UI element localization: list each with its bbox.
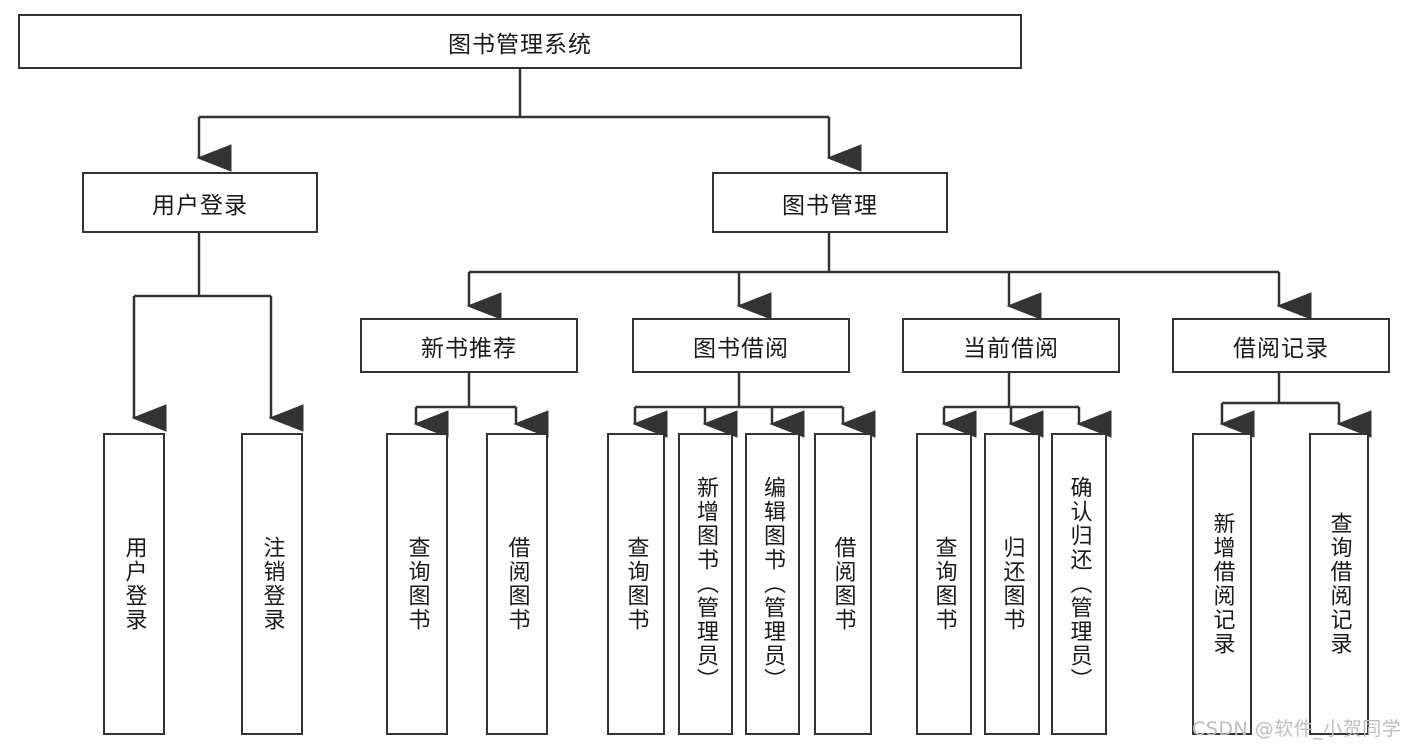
node-label: 注销登录 xyxy=(259,536,285,632)
node-label: 用户登录 xyxy=(121,536,147,632)
node-label: 查询图书 xyxy=(623,536,649,632)
node-leaf-borrow-book-2[interactable]: 借阅图书 xyxy=(814,433,872,735)
node-new-book-rec[interactable]: 新书推荐 xyxy=(360,318,578,373)
node-label: 归还图书 xyxy=(999,536,1025,632)
node-label: 借阅图书 xyxy=(504,536,530,632)
node-label: 确认归还（管理员） xyxy=(1066,476,1092,692)
node-label: 查询图书 xyxy=(404,536,430,632)
node-label: 借阅记录 xyxy=(1233,335,1329,362)
node-leaf-query-record[interactable]: 查询借阅记录 xyxy=(1309,433,1369,735)
node-label: 新书推荐 xyxy=(421,335,517,362)
node-leaf-query-book-1[interactable]: 查询图书 xyxy=(386,433,448,735)
node-leaf-query-book-3[interactable]: 查询图书 xyxy=(916,433,972,735)
node-leaf-user-login[interactable]: 用户登录 xyxy=(103,433,165,735)
node-label: 图书管理 xyxy=(782,192,878,219)
node-label: 编辑图书（管理员） xyxy=(760,476,786,692)
node-current-borrow[interactable]: 当前借阅 xyxy=(902,318,1120,373)
node-label: 查询图书 xyxy=(931,536,957,632)
node-user-login[interactable]: 用户登录 xyxy=(82,172,318,233)
node-label: 图书管理系统 xyxy=(448,31,592,58)
node-book-borrow[interactable]: 图书借阅 xyxy=(632,318,850,373)
node-root-system[interactable]: 图书管理系统 xyxy=(18,14,1022,69)
node-leaf-add-book[interactable]: 新增图书（管理员） xyxy=(678,433,733,735)
node-label: 新增借阅记录 xyxy=(1209,512,1235,656)
node-label: 用户登录 xyxy=(152,192,248,219)
node-label: 新增图书（管理员） xyxy=(693,476,719,692)
node-leaf-edit-book[interactable]: 编辑图书（管理员） xyxy=(745,433,800,735)
node-leaf-borrow-book-1[interactable]: 借阅图书 xyxy=(486,433,548,735)
node-label: 查询借阅记录 xyxy=(1326,512,1352,656)
node-leaf-confirm-return[interactable]: 确认归还（管理员） xyxy=(1051,433,1107,735)
node-leaf-add-record[interactable]: 新增借阅记录 xyxy=(1192,433,1252,735)
node-label: 借阅图书 xyxy=(830,536,856,632)
node-leaf-query-book-2[interactable]: 查询图书 xyxy=(607,433,665,735)
node-book-manage[interactable]: 图书管理 xyxy=(712,172,948,233)
node-borrow-record[interactable]: 借阅记录 xyxy=(1172,318,1390,373)
node-leaf-logout[interactable]: 注销登录 xyxy=(241,433,303,735)
node-label: 当前借阅 xyxy=(963,335,1059,362)
node-leaf-return-book[interactable]: 归还图书 xyxy=(984,433,1040,735)
node-label: 图书借阅 xyxy=(693,335,789,362)
